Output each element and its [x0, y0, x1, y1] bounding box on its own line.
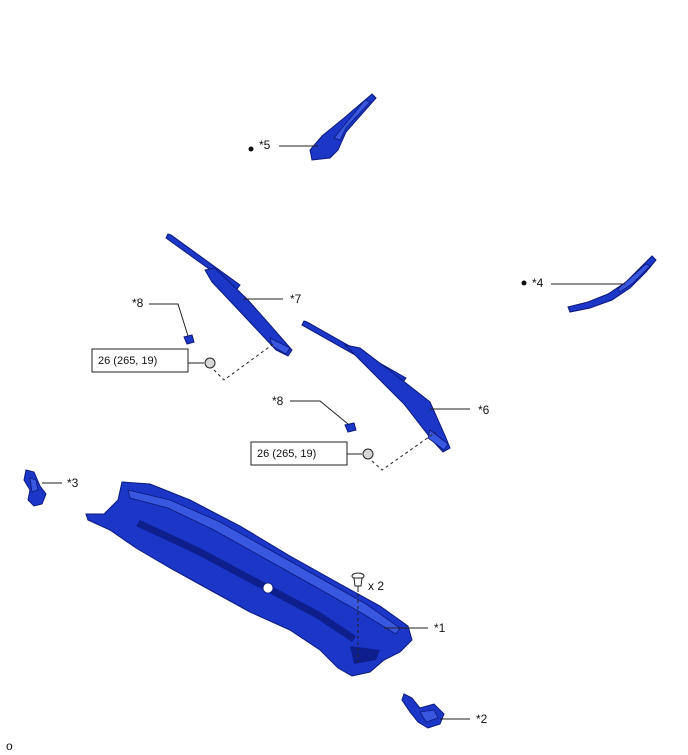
part-2-bracket	[401, 693, 445, 729]
nut-left	[204, 357, 216, 369]
page-mark: o	[6, 739, 13, 753]
label-part-1: *1	[434, 621, 446, 635]
part-1-cowl-louver	[85, 481, 413, 677]
torque-box-left	[91, 348, 189, 373]
label-part-3: *3	[67, 476, 79, 490]
part-6-wiper-arm	[301, 320, 451, 453]
part-3-bracket	[23, 469, 47, 507]
part-7-wiper-arm	[165, 233, 293, 357]
clip	[351, 572, 365, 592]
label-part-8-left: *8	[132, 296, 144, 310]
label-part-7: *7	[290, 292, 302, 306]
part-5-dot	[248, 146, 254, 152]
part-4-seal	[567, 255, 657, 313]
leader-part-8-right	[290, 400, 349, 425]
nut-right	[362, 448, 374, 460]
label-part-4: *4	[532, 276, 544, 290]
part-5-cover	[309, 93, 377, 161]
part-8-cap-left	[183, 334, 195, 345]
label-part-8-right: *8	[272, 394, 284, 408]
label-part-2: *2	[476, 712, 488, 726]
label-part-6: *6	[478, 403, 490, 417]
torque-value-left: 26 (265, 19)	[98, 355, 157, 367]
clip-quantity: x 2	[368, 579, 384, 593]
leader-part-8-left	[149, 303, 189, 337]
torque-value-right: 26 (265, 19)	[257, 448, 316, 460]
part-4-dot	[521, 280, 527, 286]
part-8-cap-right	[344, 422, 357, 433]
dash-nut-right	[371, 431, 437, 471]
dash-nut-left	[213, 341, 277, 381]
label-part-5: *5	[259, 138, 271, 152]
